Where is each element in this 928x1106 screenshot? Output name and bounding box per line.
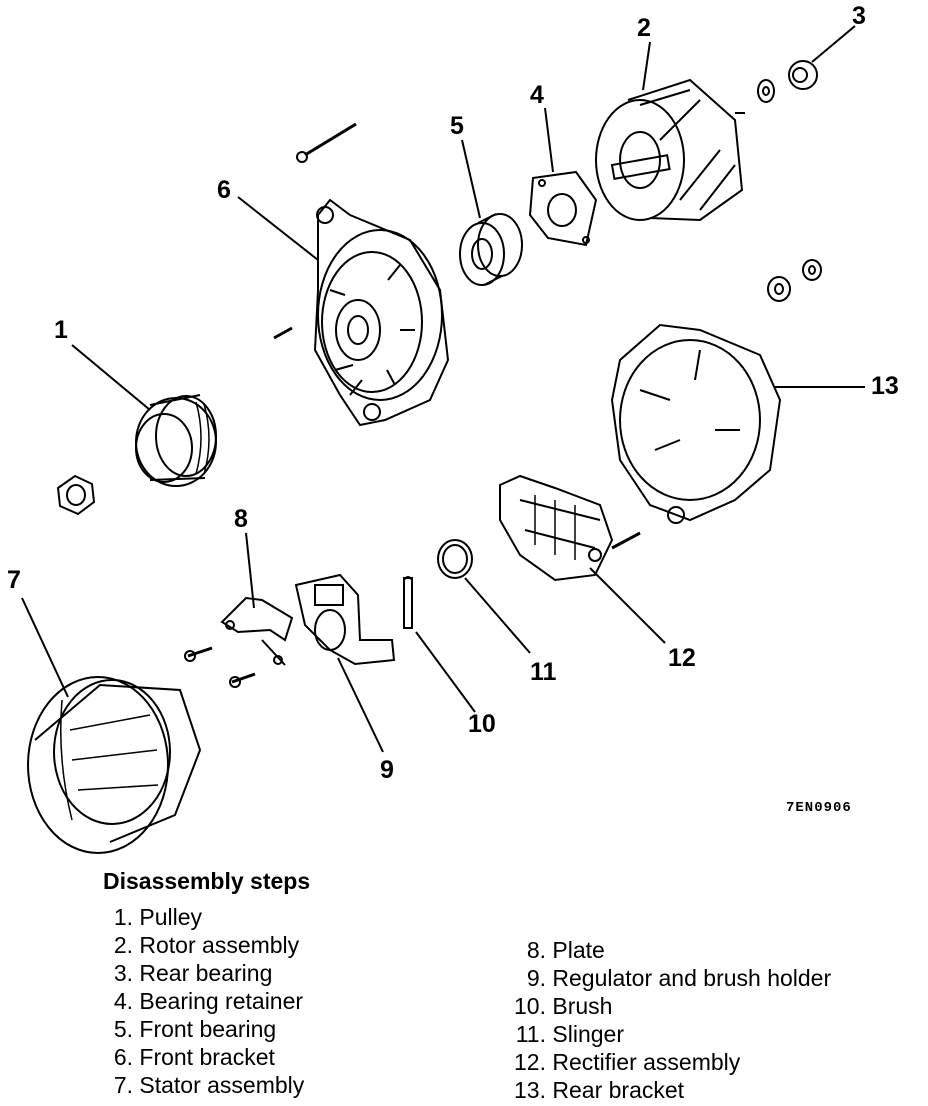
front-bearing-part xyxy=(459,213,523,286)
step-item: 2. Rotor assembly xyxy=(103,931,304,959)
steps-list-left: 1. Pulley 2. Rotor assembly 3. Rear bear… xyxy=(103,903,304,1099)
step-label: Plate xyxy=(552,937,605,963)
step-label: Rectifier assembly xyxy=(552,1049,741,1075)
step-number: 5. xyxy=(113,1016,133,1042)
figure-code: 7EN0906 xyxy=(786,800,852,816)
step-number: 4. xyxy=(113,988,133,1014)
bearing-retainer-part xyxy=(528,170,598,247)
leader-lines xyxy=(21,25,865,753)
callout-11: 11 xyxy=(530,658,557,686)
step-number: 2. xyxy=(113,932,133,958)
callout-5: 5 xyxy=(450,112,464,140)
step-label: Rotor assembly xyxy=(139,932,300,958)
callout-9: 9 xyxy=(380,756,394,784)
callout-8: 8 xyxy=(234,505,248,533)
step-item: 4. Bearing retainer xyxy=(103,987,304,1015)
steps-title: Disassembly steps xyxy=(103,868,311,894)
front-bracket-part xyxy=(313,198,450,427)
step-number: 13. xyxy=(514,1077,546,1103)
step-label: Rear bracket xyxy=(552,1077,685,1103)
step-item: 11. Slinger xyxy=(502,1020,831,1048)
plate-part xyxy=(220,596,294,666)
step-number: 10. xyxy=(514,993,546,1019)
step-item: 10. Brush xyxy=(502,992,831,1020)
step-number: 11. xyxy=(515,1021,546,1047)
step-number: 8. xyxy=(526,937,546,963)
pulley-nut xyxy=(56,474,96,516)
stator-assembly-part xyxy=(27,676,202,854)
rectifier-assembly-part xyxy=(499,474,641,582)
small-screw xyxy=(273,326,293,340)
step-number: 6. xyxy=(113,1044,133,1070)
step-item: 13. Rear bracket xyxy=(502,1076,831,1104)
step-item: 5. Front bearing xyxy=(103,1015,304,1043)
callout-13: 13 xyxy=(871,372,899,400)
brush-part xyxy=(403,576,413,629)
step-number: 7. xyxy=(113,1072,133,1098)
step-label: Rear bearing xyxy=(139,960,273,986)
step-number: 9. xyxy=(526,965,546,991)
callout-1: 1 xyxy=(54,316,68,344)
step-number: 1. xyxy=(113,904,133,930)
step-item: 7. Stator assembly xyxy=(103,1071,304,1099)
exploded-view-diagram xyxy=(21,25,865,854)
step-item: 6. Front bracket xyxy=(103,1043,304,1071)
steps-list-right: 8. Plate 9. Regulator and brush holder 1… xyxy=(502,936,831,1104)
slinger-part xyxy=(437,539,473,579)
pulley-part xyxy=(135,394,217,487)
through-bolt xyxy=(296,122,357,163)
rear-bracket-nuts xyxy=(767,259,822,302)
step-label: Front bracket xyxy=(139,1044,275,1070)
step-label: Pulley xyxy=(139,904,203,930)
regulator-brush-holder-part xyxy=(294,573,396,666)
callout-3: 3 xyxy=(852,2,866,30)
step-item: 12. Rectifier assembly xyxy=(502,1048,831,1076)
step-number: 3. xyxy=(113,960,133,986)
step-number: 12. xyxy=(514,1049,546,1075)
rear-bracket-part xyxy=(610,323,782,524)
plate-screws xyxy=(184,646,256,688)
step-label: Bearing retainer xyxy=(139,988,304,1014)
step-label: Brush xyxy=(552,993,613,1019)
step-item: 1. Pulley xyxy=(103,903,304,931)
step-item: 3. Rear bearing xyxy=(103,959,304,987)
step-label: Slinger xyxy=(552,1021,624,1047)
step-label: Front bearing xyxy=(139,1016,277,1042)
callout-12: 12 xyxy=(668,644,696,672)
callout-6: 6 xyxy=(217,176,231,204)
callout-7: 7 xyxy=(7,566,21,594)
callout-10: 10 xyxy=(468,710,496,738)
callout-4: 4 xyxy=(530,81,544,109)
step-item: 8. Plate xyxy=(502,936,831,964)
rear-bearing-part xyxy=(757,60,818,103)
step-label: Regulator and brush holder xyxy=(552,965,832,991)
rotor-assembly-part xyxy=(595,78,745,222)
step-item: 9. Regulator and brush holder xyxy=(502,964,831,992)
step-label: Stator assembly xyxy=(139,1072,305,1098)
callout-2: 2 xyxy=(637,14,651,42)
